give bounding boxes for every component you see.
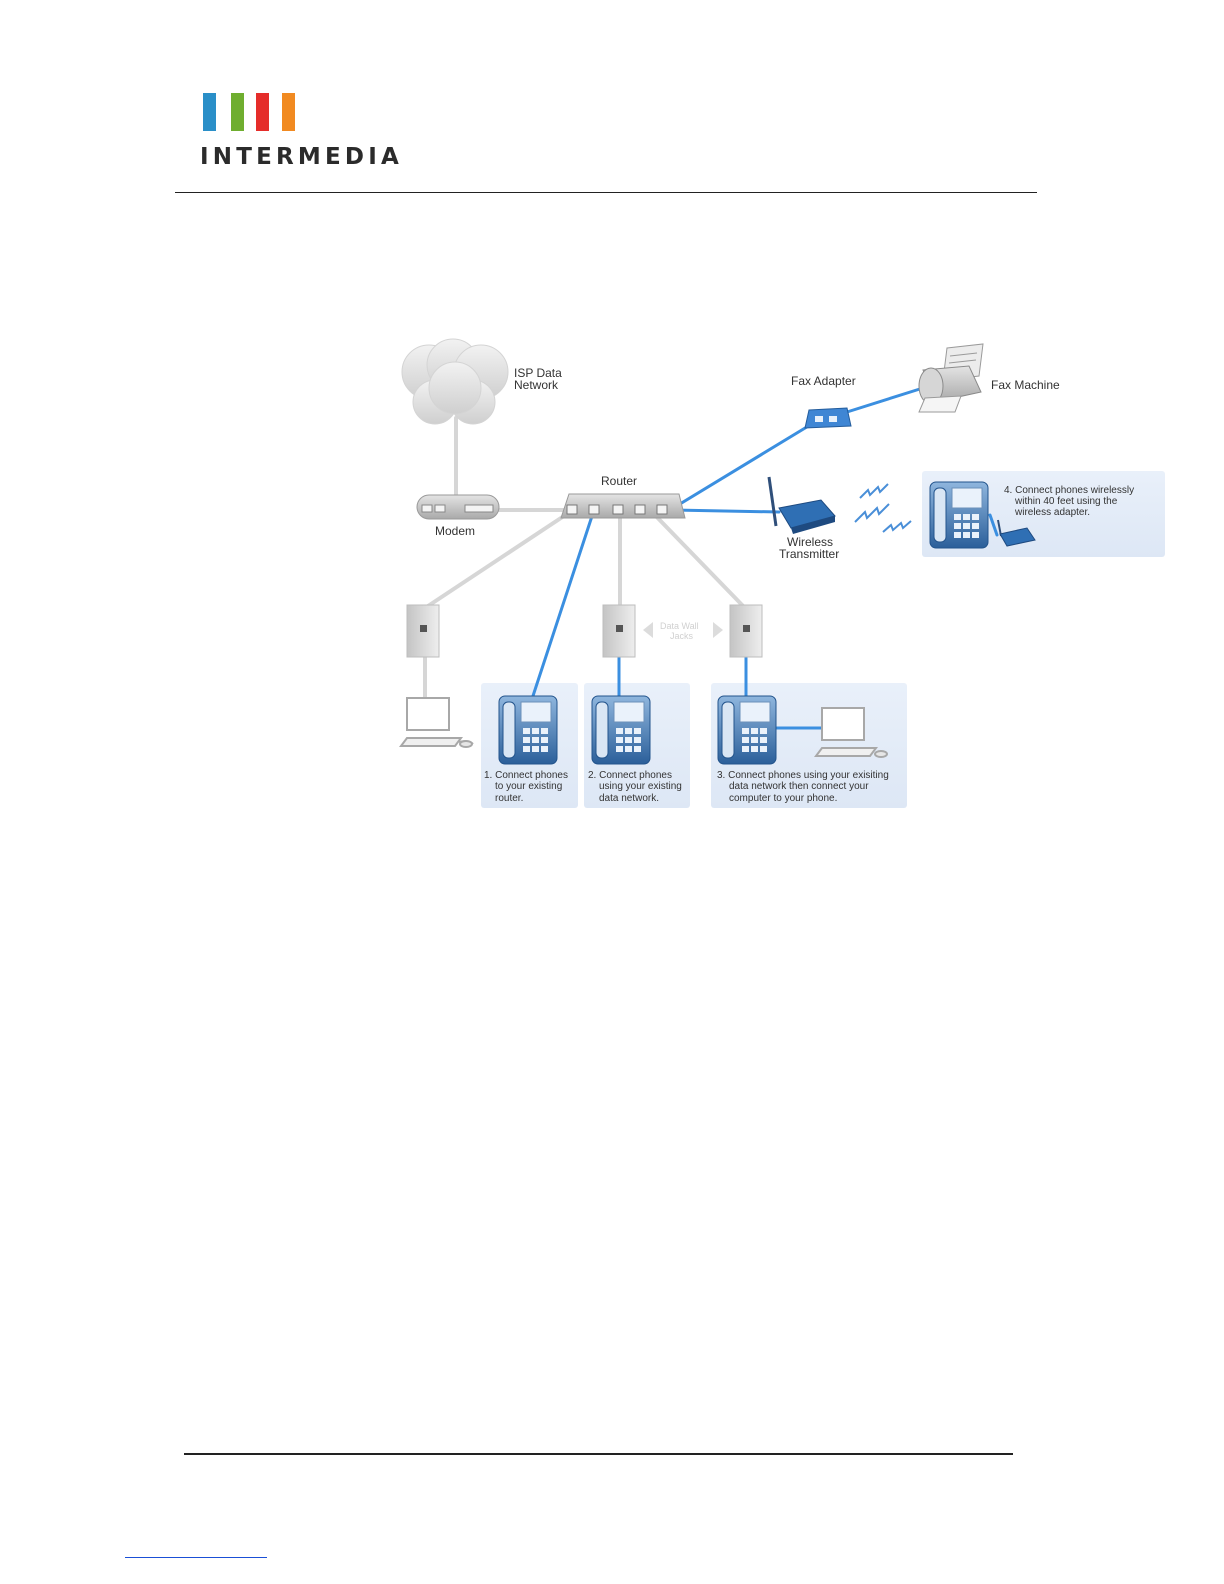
option-3-line3: computer to your phone. [729,793,837,804]
wall-jack-1 [406,604,440,658]
option-2-line2: using your existing [599,781,682,792]
cable-adapter-fax-machine [845,386,925,414]
logo-bar-red [256,93,269,131]
option-2-line3: data network. [599,793,659,804]
wireless-label-line2: Transmitter [779,547,839,561]
cable-router-jack1 [423,508,575,610]
option-1-line1: 1. Connect phones [484,770,568,781]
router-label: Router [601,474,637,488]
phone-icon-3 [717,695,777,765]
wall-jack-3 [729,604,763,658]
network-diagram: ISP Data Network Fax Adapter Fax Machine… [399,338,1165,808]
modem-label: Modem [435,524,475,538]
wireless-adapter-icon [997,519,1036,547]
phone-icon-4 [929,481,989,549]
fax-machine-label: Fax Machine [991,378,1060,392]
option-1-line2: to your existing [495,781,562,792]
phone-icon-1 [498,695,558,765]
header-rule [175,192,1037,193]
cable-router-jack3 [648,508,747,610]
option-4-line3: wireless adapter. [1014,507,1090,518]
footer-rule [184,1453,1013,1455]
intermedia-logo: INTERMEDIA [200,92,410,172]
cable-router-phone1 [529,508,596,704]
isp-label-line1: ISP Data [514,366,562,380]
modem-icon [416,494,500,520]
logo-bar-orange [282,93,295,131]
fax-machine-icon [918,343,984,413]
isp-label-line2: Network [514,378,559,392]
computer-icon-1 [399,697,474,748]
wireless-signal-icon [854,483,912,533]
option-3-line2: data network then connect your [729,781,869,792]
wall-jacks-label-line1: Data Wall [660,621,699,631]
fax-adapter-icon [804,407,852,429]
wireless-label-line1: Wireless [787,535,833,549]
wall-jacks-arrow-icon [643,622,723,638]
footer-link-underline[interactable] [125,1557,267,1558]
computer-icon-3 [814,707,888,758]
logo-wordmark: INTERMEDIA [200,144,403,170]
router-icon [560,493,686,519]
wireless-transmitter-icon [767,476,836,534]
cable-router-fax-adapter [668,420,817,512]
option-4-line2: within 40 feet using the [1014,496,1118,507]
cable-wireless-phone4 [988,513,999,537]
option-1-line3: router. [495,793,523,804]
logo-bar-blue [203,93,216,131]
option-3-line1: 3. Connect phones using your exisiting [717,770,889,781]
option-2-line1: 2. Connect phones [588,770,672,781]
cloud-icon [401,338,509,425]
fax-adapter-label: Fax Adapter [791,374,856,388]
option-4-line1: 4. Connect phones wirelessly [1004,485,1134,496]
cable-router-wireless [671,508,781,514]
wall-jacks-label-line2: Jacks [670,631,694,641]
logo-bar-green [231,93,244,131]
wall-jack-2 [602,604,636,658]
phone-icon-2 [591,695,651,765]
